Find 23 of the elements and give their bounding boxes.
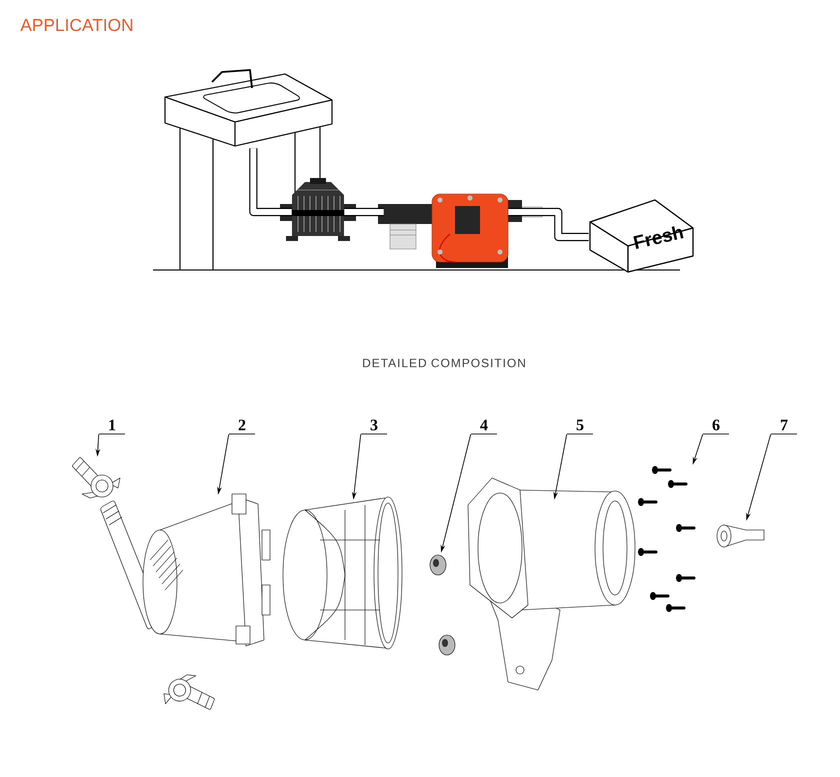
- housing-drawing: [468, 478, 636, 690]
- callout-number: 2: [228, 420, 256, 434]
- sink-drawing: [164, 69, 333, 270]
- callout-number: 5: [566, 420, 594, 434]
- nozzle-drawing: [716, 524, 764, 548]
- callout-number: 3: [360, 420, 388, 434]
- accumulator-tank-drawing: [280, 178, 356, 241]
- callout-number: 7: [770, 420, 798, 434]
- filter-screen-drawing: [282, 496, 402, 650]
- grommet-drawing: [430, 554, 446, 576]
- fitting-drawing: [72, 457, 120, 498]
- section-heading: DETAILED COMPOSITION: [363, 358, 525, 368]
- pipe: [344, 208, 384, 216]
- pipe: [508, 208, 589, 242]
- section-heading: APPLICATION: [20, 18, 132, 32]
- screws-drawing: [638, 466, 696, 612]
- pump-drawing: [432, 194, 542, 268]
- callout-number: 6: [702, 420, 730, 434]
- pipe: [249, 148, 292, 216]
- strainer-drawing: [378, 204, 432, 250]
- pump-head-drawing: [142, 494, 270, 646]
- callout-number: 4: [470, 420, 498, 434]
- callout-number: 1: [98, 420, 126, 434]
